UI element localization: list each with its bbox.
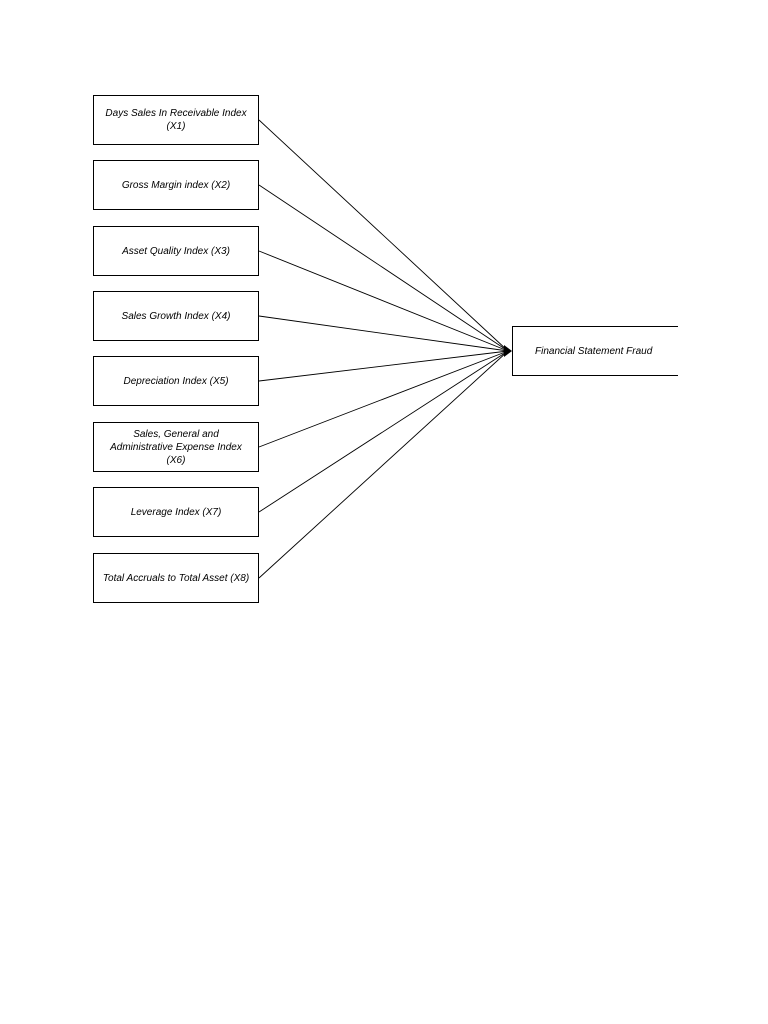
connector-x7 [258,350,509,513]
connector-x4 [258,315,509,352]
variable-box-x4: Sales Growth Index (X4) [93,291,259,341]
connector-x6 [258,350,509,448]
variable-box-x1: Days Sales In Receivable Index (X1) [93,95,259,145]
variable-box-x5: Depreciation Index (X5) [93,356,259,406]
variable-label-x7: Leverage Index (X7) [130,506,222,518]
variable-box-x8: Total Accruals to Total Asset (X8) [93,553,259,603]
connector-x8 [258,350,509,579]
variable-label-x6: Sales, General and Administrative Expens… [110,428,242,466]
connector-x1 [258,119,509,352]
connector-x2 [258,184,509,352]
variable-label-x1: Days Sales In Receivable Index (X1) [105,108,247,132]
variable-label-x5: Depreciation Index (X5) [123,375,229,387]
variable-box-x2: Gross Margin index (X2) [93,160,259,210]
variable-label-x3: Asset Quality Index (X3) [122,245,230,257]
dependent-variable-box: Financial Statement Fraud [512,326,678,376]
variable-box-x7: Leverage Index (X7) [93,487,259,537]
variable-box-x6: Sales, General and Administrative Expens… [93,422,259,472]
variable-box-x3: Asset Quality Index (X3) [93,226,259,276]
arrowhead [504,345,512,357]
connector-x3 [258,250,509,352]
dependent-variable-label: Financial Statement Fraud [535,345,653,357]
variable-label-x4: Sales Growth Index (X4) [121,310,231,322]
connector-x5 [258,350,509,382]
variable-label-x8: Total Accruals to Total Asset (X8) [102,572,250,584]
variable-label-x2: Gross Margin index (X2) [121,179,231,191]
